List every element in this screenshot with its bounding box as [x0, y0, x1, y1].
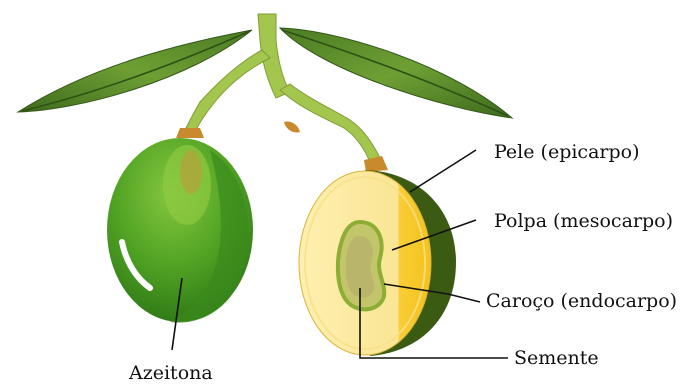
left-stem-tip: [176, 128, 204, 138]
label-seed: Semente: [514, 349, 599, 368]
label-pulp: Polpa (mesocarpo): [494, 212, 673, 231]
right-stem-tip: [364, 156, 388, 172]
cut-olive: [299, 170, 456, 356]
label-pit: Caroço (endocarpo): [486, 292, 677, 311]
right-stem: [280, 84, 380, 162]
main-stem-knot: [284, 121, 300, 132]
label-skin: Pele (epicarpo): [494, 143, 640, 162]
label-olive: Azeitona: [129, 364, 213, 383]
whole-olive-spot: [180, 150, 202, 194]
leader-skin: [410, 150, 476, 192]
